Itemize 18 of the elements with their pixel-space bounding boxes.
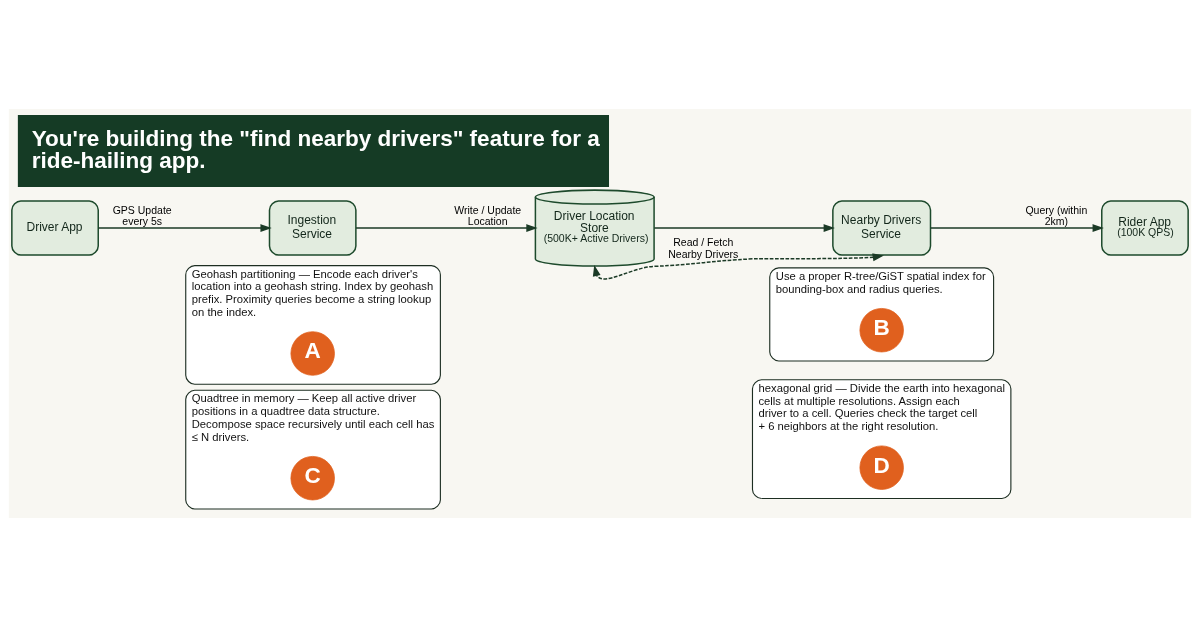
node-box: Driver App bbox=[11, 200, 99, 256]
diagram-title: You're building the "find nearby drivers" feature for a ride-hailing app. bbox=[31, 125, 600, 174]
arrow bbox=[97, 224, 272, 232]
edge-label: Read / Fetch Nearby Drivers bbox=[668, 236, 739, 260]
edge-label: Query (within 2km) bbox=[1025, 203, 1088, 228]
node-box: Ingestion Service bbox=[268, 200, 357, 256]
node-circle: D bbox=[859, 445, 904, 490]
edge-label: Write / Update Location bbox=[454, 203, 522, 228]
node-circle: C bbox=[290, 456, 335, 501]
arrow bbox=[355, 224, 538, 232]
arrow bbox=[592, 253, 884, 280]
node-box: Rider App (100K QPS) bbox=[1101, 200, 1189, 256]
edge-label: GPS Update every 5s bbox=[112, 203, 172, 228]
arrow bbox=[653, 224, 835, 232]
node-box: Nearby Drivers Service bbox=[832, 200, 932, 256]
node-circle: B bbox=[859, 308, 904, 353]
node-circle: A bbox=[290, 331, 335, 376]
arrow bbox=[930, 224, 1104, 232]
